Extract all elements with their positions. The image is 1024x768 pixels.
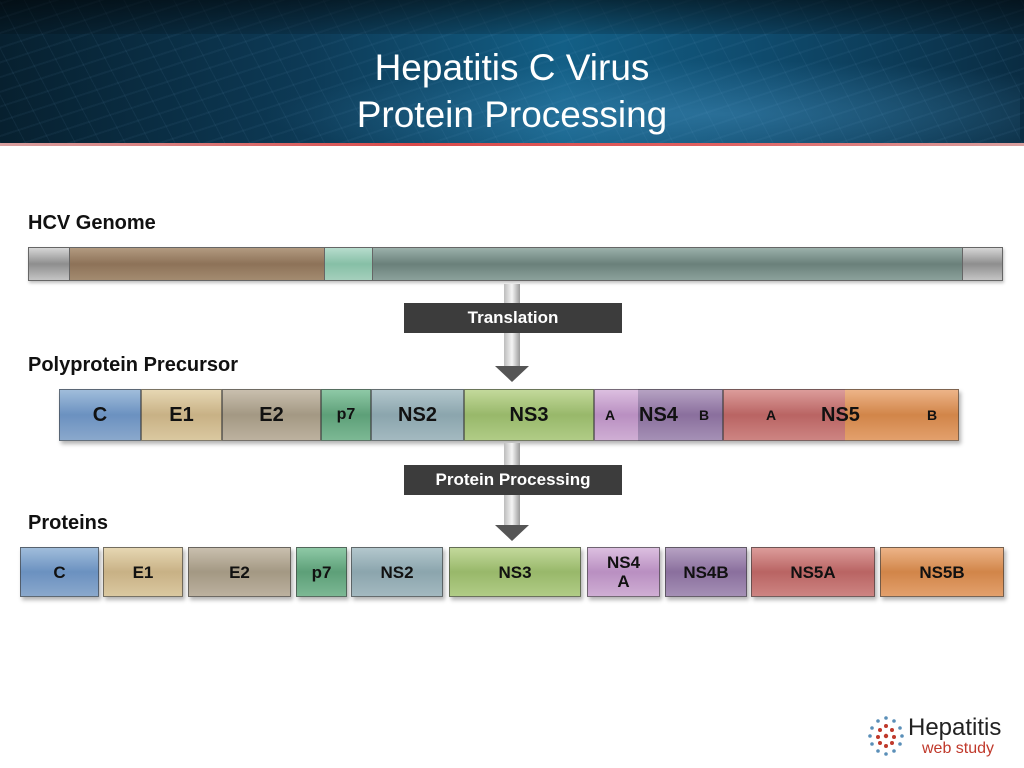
protein-e1: E1	[103, 547, 183, 597]
protein-ns2: NS2	[351, 547, 443, 597]
protein-ns4a: NS4 A	[587, 547, 660, 597]
header-divider	[0, 143, 1024, 146]
genome-3-utr	[963, 248, 1002, 280]
poly-segment-ns4a	[594, 389, 638, 441]
poly-segment-ns5a	[723, 389, 845, 441]
polyprotein-label: Polyprotein Precursor	[28, 354, 239, 376]
protein-c: C	[20, 547, 99, 597]
genome-bar	[28, 247, 1003, 281]
genome-nonstructural-region	[373, 248, 963, 280]
poly-segment-p7: p7	[321, 389, 371, 441]
translation-arrow-head	[495, 366, 529, 382]
poly-segment-c: C	[59, 389, 141, 441]
hepatitis-web-study-logo: Hepatitis web study	[866, 712, 1016, 760]
poly-segment-ns3: NS3	[464, 389, 594, 441]
poly-ns5-label: NS5	[821, 404, 860, 426]
title-line-1: Hepatitis C Virus	[374, 47, 650, 88]
genome-label: HCV Genome	[28, 212, 156, 234]
proteins-label: Proteins	[28, 512, 109, 534]
poly-segment-e1: E1	[141, 389, 222, 441]
polyprotein-bar: C E1 E2 p7 NS2 NS3 A NS4 B A NS5 B	[59, 389, 959, 441]
processing-box: Protein Processing	[404, 465, 622, 495]
logo-text-hepatitis: Hepatitis	[908, 714, 1002, 741]
genome-5-utr	[29, 248, 70, 280]
processing-arrow-head	[495, 525, 529, 541]
poly-ns5-a-label: A	[766, 407, 777, 423]
slide-header	[0, 0, 1024, 143]
poly-ns5-b-label: B	[927, 407, 938, 423]
poly-segment-ns2: NS2	[371, 389, 464, 441]
protein-p7: p7	[296, 547, 347, 597]
poly-ns4-b-label: B	[699, 407, 710, 423]
protein-ns5a: NS5A	[751, 547, 875, 597]
protein-ns3: NS3	[449, 547, 581, 597]
genome-p7-region	[325, 248, 373, 280]
genome-structural-region	[70, 248, 325, 280]
poly-segment-e2: E2	[222, 389, 321, 441]
title-line-2: Protein Processing	[356, 94, 668, 135]
translation-box: Translation	[404, 303, 622, 333]
logo-dots-icon	[868, 716, 904, 756]
poly-segment-ns5b	[845, 389, 959, 441]
protein-e2: E2	[188, 547, 291, 597]
logo-text-web-study: web study	[922, 740, 995, 757]
protein-ns5b: NS5B	[880, 547, 1004, 597]
poly-ns4-a-label: A	[605, 407, 616, 423]
slide-title: Hepatitis C Virus Protein Processing	[0, 44, 1024, 138]
protein-ns4b: NS4B	[665, 547, 747, 597]
poly-ns4-label: NS4	[639, 404, 678, 426]
poly-segment-ns4b	[638, 389, 723, 441]
